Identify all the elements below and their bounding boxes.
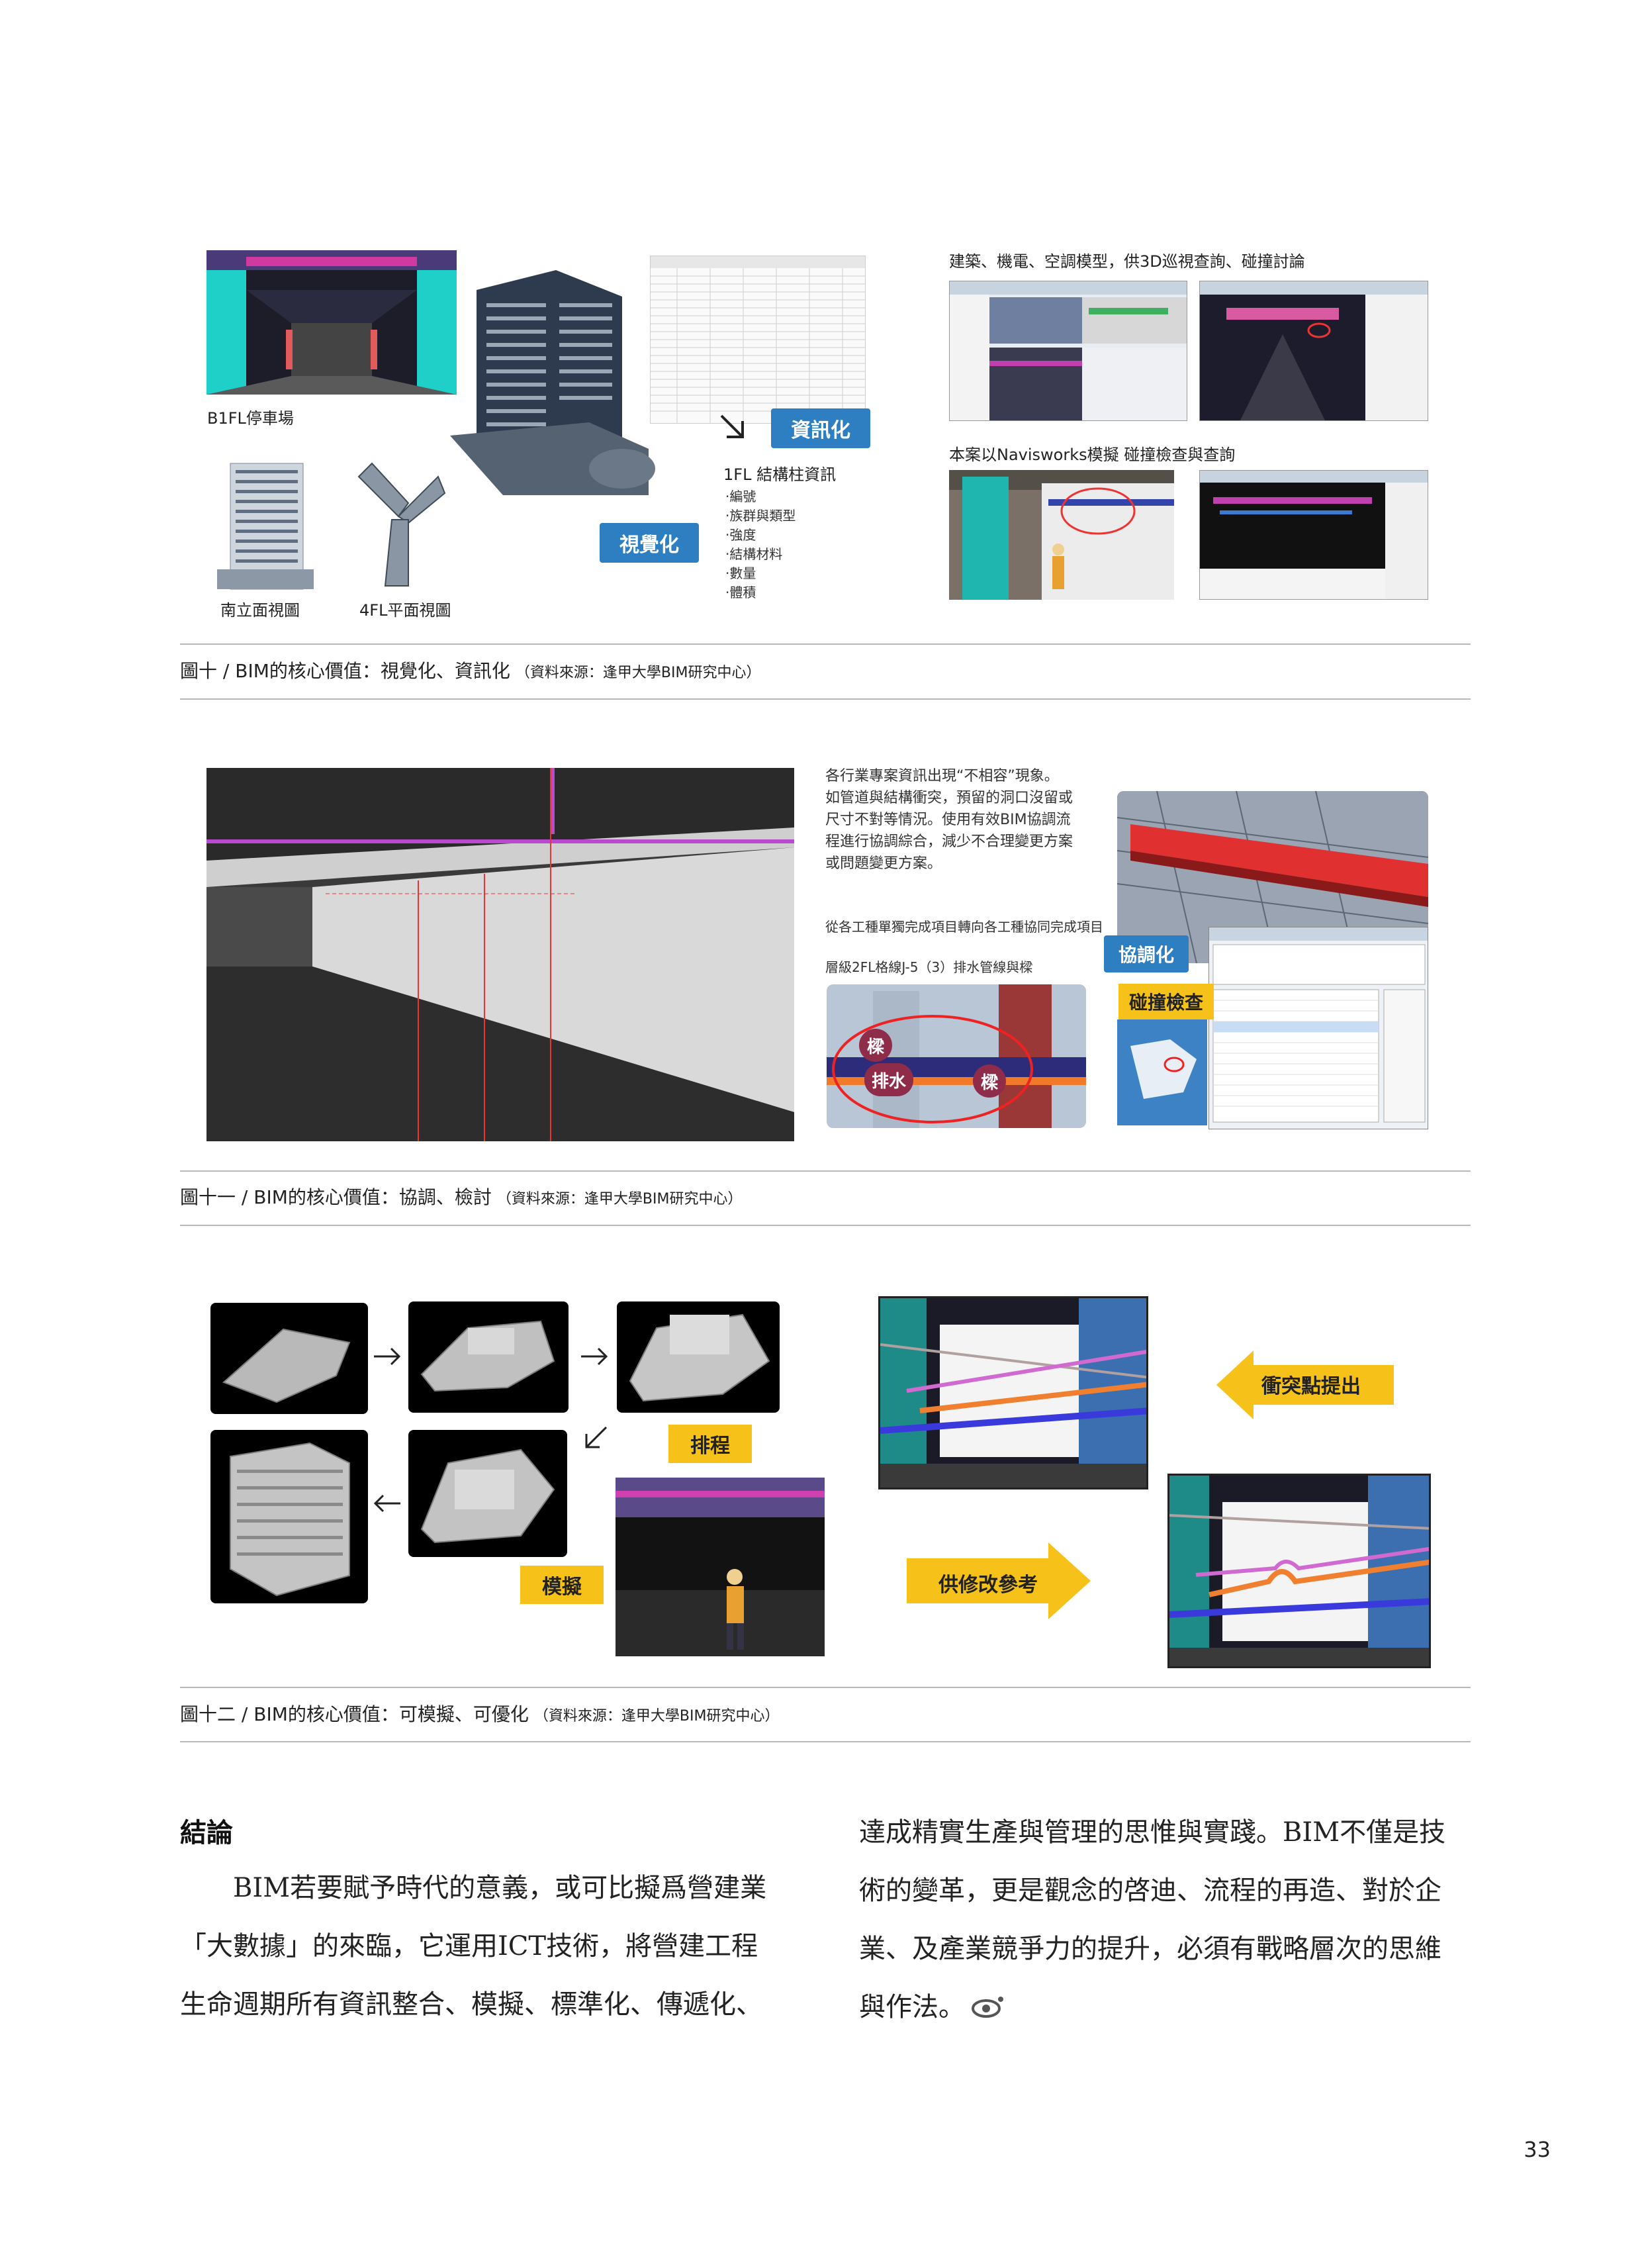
- sim-step-3-image: [617, 1301, 780, 1413]
- tag-revise: 供修改參考: [938, 1574, 1038, 1597]
- fig10-right-title: 建築、機電、空調模型，供3D巡視查詢、碰撞討論: [949, 252, 1305, 271]
- body-line: BIM若要賦予時代的意義，或可比擬爲營建業: [180, 1873, 767, 1903]
- conclusion-right-column: 達成精實生產與管理的思惟與實踐。BIM不僅是技 術的變革，更是觀念的啓迪、流程的…: [859, 1803, 1481, 2038]
- walkthrough-person-image: [616, 1478, 825, 1656]
- arrow-down-left-icon: [582, 1425, 609, 1454]
- navisworks-screenshot-3: [1199, 470, 1428, 600]
- para-line: 如管道與結構衝突，預留的洞口沒留或: [825, 790, 1073, 806]
- label-4fl-plan: 4FL平面視圖: [359, 601, 451, 620]
- para-line: 尺寸不對等情況。使用有效BIM協調流: [825, 812, 1071, 828]
- tag-simulate: 模擬: [520, 1566, 604, 1604]
- fig11-caption-text: 圖十一 / BIM的核心價值：協調、檢討: [180, 1186, 492, 1208]
- navisworks-screenshot-2: [1199, 281, 1428, 421]
- tag-clash-check: 碰撞檢查: [1118, 984, 1214, 1019]
- fig12-rule-bottom: [180, 1741, 1471, 1742]
- arrow-down-right-icon: [717, 412, 749, 446]
- tag-informatization: 資訊化: [771, 408, 870, 448]
- info-item: ‧體積: [725, 585, 756, 600]
- fig10-caption: 圖十 / BIM的核心價值：視覺化、資訊化 （資料來源：逢甲大學BIM研究中心）: [180, 657, 760, 683]
- fig11-caption-source: （資料來源：逢甲大學BIM研究中心）: [496, 1191, 743, 1207]
- fig11-line2: 從各工種單獨完成項目轉向各工種協同完成項目: [825, 919, 1103, 935]
- conclusion-heading: 結論: [180, 1818, 233, 1848]
- para-line: 或問題變更方案。: [825, 855, 942, 872]
- info-item: ‧族群與類型: [725, 508, 796, 524]
- label-south-elevation: 南立面視圖: [220, 601, 300, 620]
- beam-badge-2: 樑: [973, 1064, 1006, 1098]
- body-line-last: 與作法。: [859, 1978, 1481, 2038]
- fig11-line3: 層級2FL格線J-5（3）排水管線與樑: [825, 959, 1033, 975]
- fig11-paragraph: 各行業專案資訊出現“不相容”現象。 如管道與結構衝突，預留的洞口沒留或 尺寸不對…: [825, 765, 1073, 874]
- body-line: 生命週期所有資訊整合、模擬、標準化、傳遞化、: [180, 1989, 762, 2020]
- sim-step-4-image: [408, 1430, 567, 1557]
- clash-point-arrow: [1216, 1350, 1394, 1422]
- fig10-rule-bottom: [180, 698, 1471, 700]
- beam-pipe-clash-image: [827, 984, 1086, 1128]
- structure-data-table: [650, 256, 866, 424]
- info-item: ‧結構材料: [725, 546, 783, 562]
- sim-step-2-image: [408, 1301, 569, 1413]
- drain-badge: 排水: [864, 1063, 913, 1096]
- parking-3d-image: [206, 250, 457, 395]
- info-item: ‧編號: [725, 489, 756, 504]
- building-3d-model: [424, 250, 662, 502]
- fig11-rule-bottom: [180, 1225, 1471, 1226]
- body-line: 業、及產業競爭力的提升，必須有戰略層次的思維: [859, 1934, 1441, 1964]
- revise-reference-arrow: [907, 1542, 1091, 1622]
- info-title: 1FL 結構柱資訊: [723, 465, 837, 484]
- fig10-right-subtitle: 本案以Navisworks模擬 碰撞檢查與查詢: [949, 446, 1236, 464]
- fig10-caption-text: 圖十 / BIM的核心價值：視覺化、資訊化: [180, 660, 510, 682]
- beam-label-2: 樑: [980, 1072, 998, 1093]
- tag-clash-point: 衝突點提出: [1261, 1375, 1361, 1398]
- tag-schedule: 排程: [668, 1425, 752, 1463]
- conclusion-left-column: BIM若要賦予時代的意義，或可比擬爲營建業 「大數據」的來臨，它運用ICT技術，…: [180, 1859, 802, 2034]
- sim-step-1-image: [210, 1303, 368, 1414]
- fig12-caption: 圖十二 / BIM的核心價值：可模擬、可優化（資料來源：逢甲大學BIM研究中心）: [180, 1700, 779, 1726]
- south-elevation-image: [217, 457, 314, 596]
- pipe-clash-before-image: [878, 1296, 1148, 1489]
- body-line: 達成精實生產與管理的思惟與實踐。BIM不僅是技: [859, 1817, 1446, 1848]
- info-list: ‧編號 ‧族群與類型 ‧強度 ‧結構材料 ‧數量 ‧體積: [725, 487, 796, 602]
- clash-report-window: [1209, 927, 1428, 1129]
- 4fl-plan-image: [345, 457, 451, 589]
- drain-label: 排水: [871, 1071, 906, 1092]
- info-item: ‧強度: [725, 527, 756, 543]
- sim-step-5-image: [210, 1430, 368, 1603]
- arrow-left-icon: [373, 1493, 402, 1516]
- fig11-rule-top: [180, 1170, 1471, 1172]
- body-line: 「大數據」的來臨，它運用ICT技術，將營建工程: [180, 1931, 758, 1961]
- fig10-rule-top: [180, 643, 1471, 645]
- arrow-right-icon-2: [580, 1347, 609, 1369]
- tag-visualization: 視覺化: [600, 523, 699, 563]
- pipe-clash-after-image: [1167, 1474, 1431, 1668]
- fig10-caption-source: （資料來源：逢甲大學BIM研究中心）: [515, 665, 761, 681]
- label-b1-parking: B1FL停車場: [207, 409, 294, 428]
- fig12-caption-text: 圖十二 / BIM的核心價值：可模擬、可優化: [180, 1703, 529, 1725]
- fig12-caption-source: （資料來源：逢甲大學BIM研究中心）: [533, 1708, 780, 1725]
- body-line: 術的變革，更是觀念的啓迪、流程的再造、對於企: [859, 1875, 1441, 1906]
- para-line: 各行業專案資訊出現“不相容”現象。: [825, 768, 1059, 784]
- pipe-section-3d-image: [206, 768, 794, 1141]
- fig12-rule-top: [180, 1687, 1471, 1688]
- body-line: 與作法。: [859, 1992, 965, 2022]
- info-item: ‧數量: [725, 565, 756, 581]
- tag-coordination: 協調化: [1104, 935, 1189, 972]
- end-mark-icon: [972, 1980, 1005, 2038]
- para-line: 程進行協調綜合，減少不合理變更方案: [825, 833, 1073, 850]
- clash-person-image: [949, 470, 1174, 600]
- clash-plan-thumbnail: [1117, 1019, 1207, 1125]
- fig11-caption: 圖十一 / BIM的核心價值：協調、檢討（資料來源：逢甲大學BIM研究中心）: [180, 1183, 742, 1209]
- beam-label-1: 樑: [866, 1037, 884, 1057]
- page-number: 33: [1524, 2137, 1551, 2162]
- arrow-right-icon-1: [373, 1347, 402, 1369]
- navisworks-screenshot-1: [949, 281, 1187, 421]
- beam-badge-1: 樑: [859, 1029, 892, 1062]
